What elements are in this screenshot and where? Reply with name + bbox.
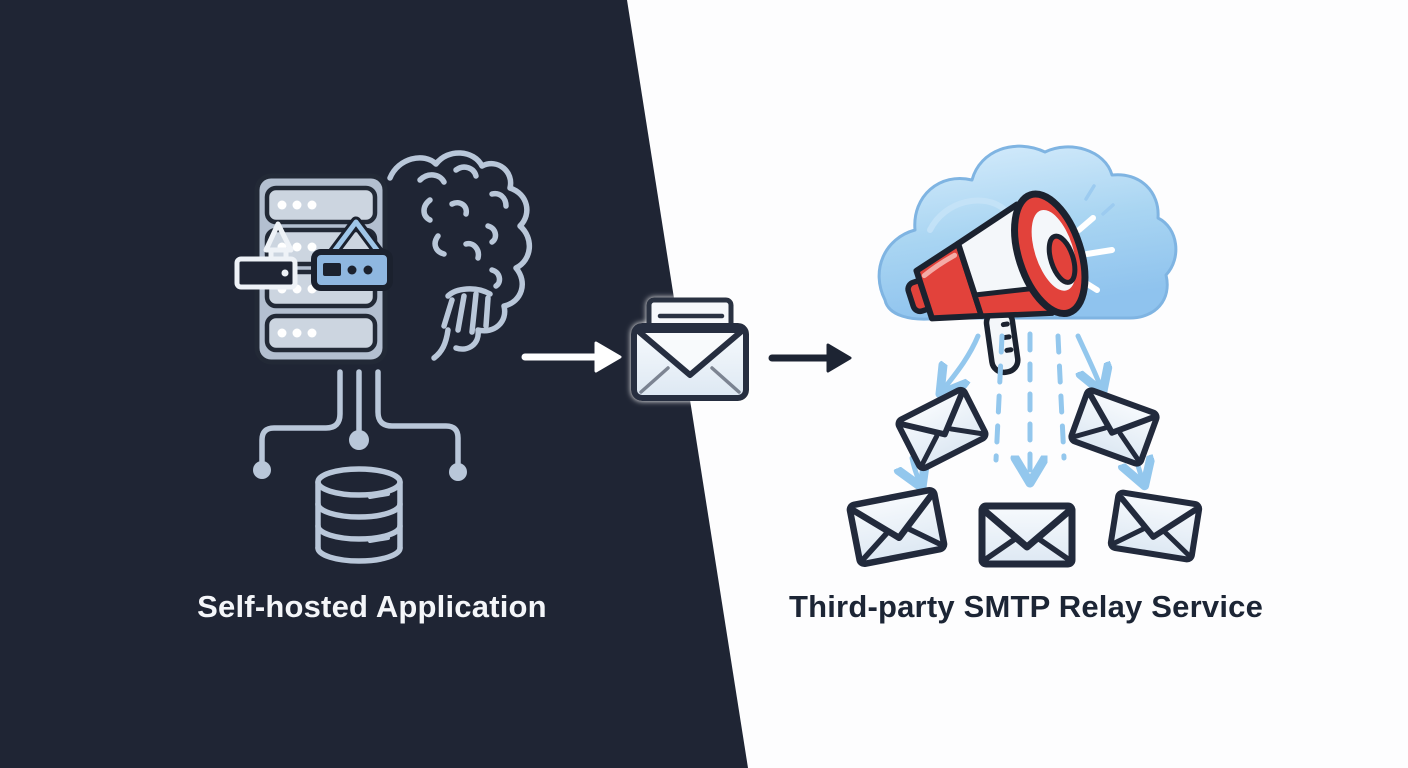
deploy-badge-icon xyxy=(234,221,298,290)
envelope-icon-mid-left xyxy=(895,386,989,472)
envelope-letter-icon xyxy=(631,297,749,401)
circuit-lines-icon xyxy=(253,369,467,481)
envelope-icon-bottom-right xyxy=(1107,489,1203,563)
left-panel-label: Self-hosted Application xyxy=(197,589,547,624)
dark-panel xyxy=(0,0,748,768)
white-arrow-icon xyxy=(521,341,622,373)
megaphone-icon xyxy=(905,190,1089,376)
envelope-icon-bottom-left xyxy=(846,486,948,568)
envelope-icon-bottom-center xyxy=(978,502,1076,568)
delivery-arrows-icon xyxy=(912,331,1143,483)
right-panel-label: Third-party SMTP Relay Service xyxy=(788,589,1264,624)
black-arrow-icon xyxy=(768,343,852,373)
database-icon xyxy=(315,466,403,564)
brain-icon xyxy=(387,150,532,361)
chip-badge-icon xyxy=(311,216,393,291)
envelope-icon-mid-right xyxy=(1068,387,1160,467)
